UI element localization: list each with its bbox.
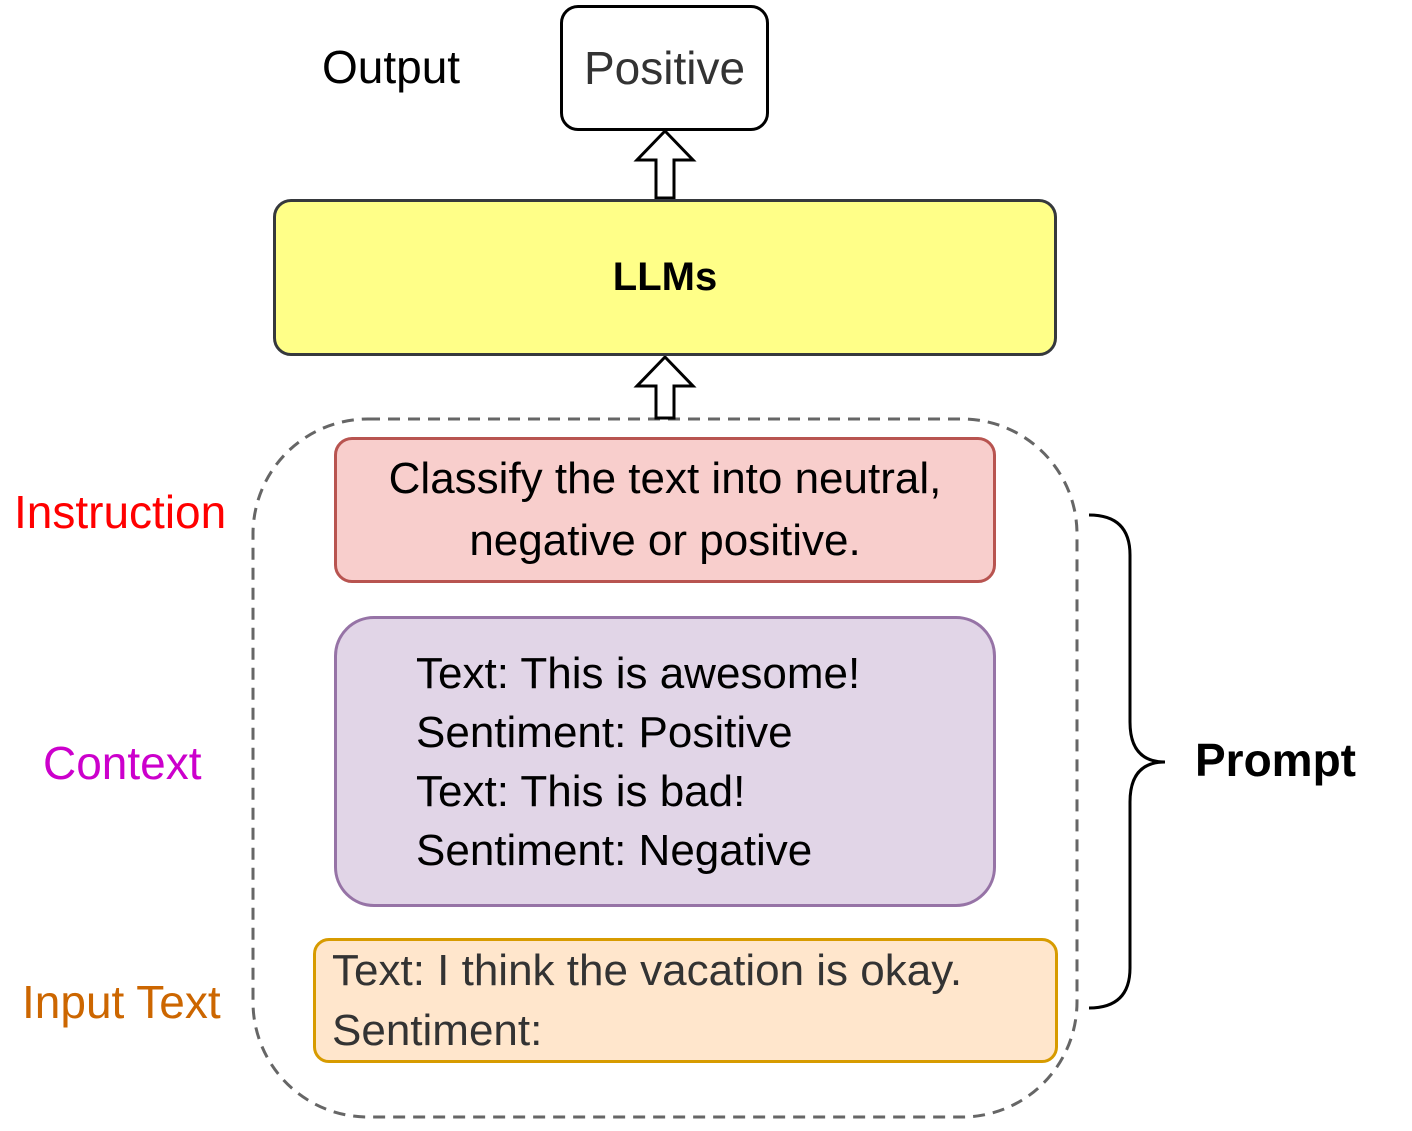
context-line: Sentiment: Positive [416,707,793,757]
llm-box: LLMs [273,199,1057,356]
instruction-line: Classify the text into neutral, [388,454,942,503]
context-line: Text: This is awesome! [416,648,861,698]
arrow-prompt-to-llm [633,354,697,420]
context-line: Sentiment: Negative [416,825,813,875]
output-box: Positive [560,5,769,131]
prompt-label: Prompt [1195,734,1356,786]
instruction-box: Classify the text into neutral, negative… [334,437,996,583]
input-text-box: Text: I think the vacation is okay. Sent… [313,938,1058,1063]
llm-label: LLMs [612,255,718,299]
context-box: Text: This is awesome! Sentiment: Positi… [334,616,996,907]
input-text-line: Sentiment: [332,1005,543,1055]
output-label: Output [322,41,461,93]
context-label: Context [43,737,202,789]
context-line: Text: This is bad! [416,766,746,816]
output-value: Positive [583,42,746,94]
prompt-group-outline [251,417,1079,1119]
instruction-label: Instruction [14,486,227,538]
prompt-brace [1088,513,1166,1010]
input-text-line: Text: I think the vacation is okay. [332,945,963,995]
input-text-label: Input Text [22,976,221,1028]
instruction-line: negative or positive. [469,516,861,565]
arrow-llm-to-output [633,128,697,200]
